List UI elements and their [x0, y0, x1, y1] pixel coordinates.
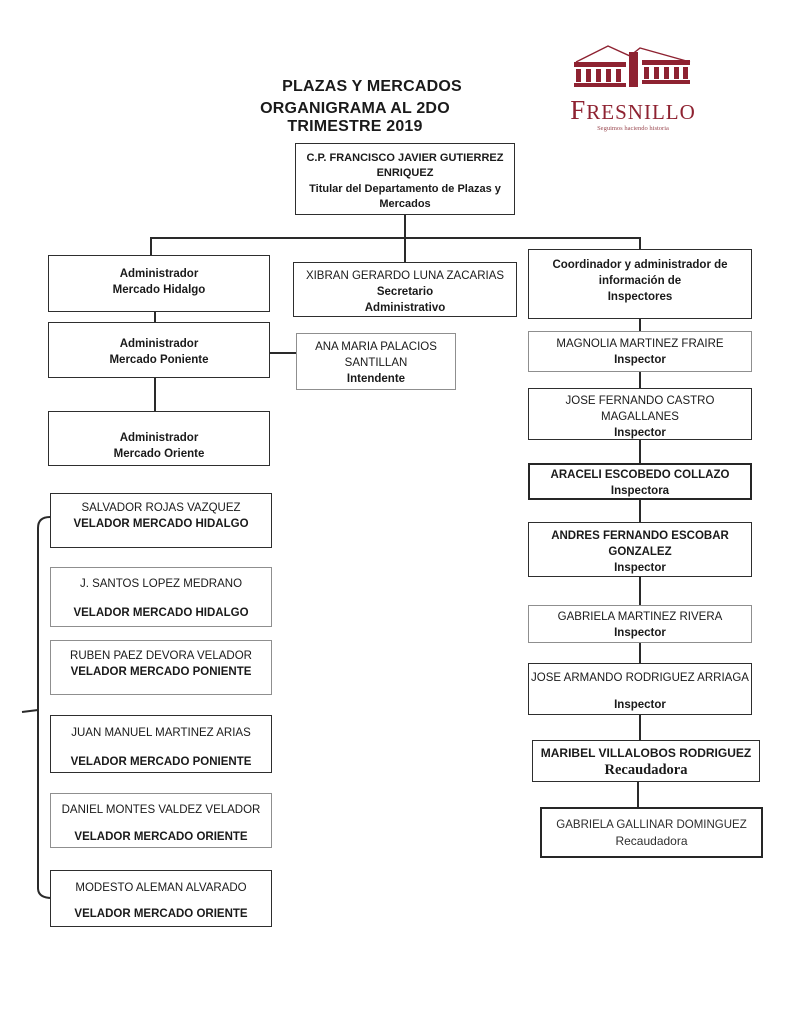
org-node-recaudadora-1: MARIBEL VILLALOBOS RODRIGUEZ Recaudadora	[532, 740, 760, 782]
node-role: Inspector	[614, 354, 666, 367]
node-line3: Inspectores	[607, 291, 673, 304]
org-node-secretario: XIBRAN GERARDO LUNA ZACARIAS Secretario …	[293, 262, 517, 317]
node-role: Inspectora	[610, 485, 670, 498]
node-name: ANA MARIA PALACIOS SANTILLAN	[315, 341, 437, 370]
fresnillo-logo: FRESNILLO Seguimos haciendo historia	[563, 42, 703, 132]
org-node-intendente: ANA MARIA PALACIOS SANTILLAN Intendente	[296, 333, 456, 390]
page-title: PLAZAS Y MERCADOS ORGANIGRAMA AL 2DO TRI…	[215, 78, 495, 136]
logo-wordmark: FRESNILLO	[570, 95, 696, 125]
connector-director-down	[404, 215, 406, 263]
node-name: MARIBEL VILLALOBOS RODRIGUEZ	[540, 746, 752, 760]
node-name: JOSE ARMANDO RODRIGUEZ ARRIAGA	[531, 672, 749, 684]
node-role: Mercado Poniente	[109, 354, 209, 367]
connector-maribel-gabrielag	[637, 782, 639, 807]
org-node-director: C.P. FRANCISCO JAVIER GUTIERREZ ENRIQUEZ…	[295, 143, 515, 215]
connector-drop-hidalgo	[150, 237, 152, 255]
org-node-inspector-3: ARACELI ESCOBEDO COLLAZO Inspectora	[528, 463, 752, 500]
org-node-admin-poniente: Administrador Mercado Poniente	[48, 322, 270, 378]
connector-row2-horizontal	[150, 237, 641, 239]
node-name: JUAN MANUEL MARTINEZ ARIAS	[71, 727, 251, 739]
org-node-admin-oriente: Administrador Mercado Oriente	[48, 411, 270, 466]
node-role: Mercado Hidalgo	[112, 284, 206, 297]
org-node-inspector-4: ANDRES FERNANDO ESCOBAR GONZALEZ Inspect…	[528, 522, 752, 577]
connector-poniente-oriente	[154, 378, 156, 411]
node-role: Recaudadora	[615, 834, 688, 849]
node-name: Administrador	[119, 432, 199, 444]
node-role1: Secretario	[376, 286, 434, 299]
node-role: Inspector	[614, 562, 666, 575]
org-node-velador-4: JUAN MANUEL MARTINEZ ARIAS VELADOR MERCA…	[50, 715, 272, 773]
org-node-coordinador: Coordinador y administrador de informaci…	[528, 249, 752, 319]
org-node-velador-1: SALVADOR ROJAS VAZQUEZ VELADOR MERCADO H…	[50, 493, 272, 548]
node-role: VELADOR MERCADO HIDALGO	[73, 607, 249, 620]
connector-andres-gabrielam	[639, 577, 641, 605]
org-node-velador-5: DANIEL MONTES VALDEZ VELADOR VELADOR MER…	[50, 793, 272, 848]
velador-group-bracket	[21, 516, 53, 899]
node-role: Titular del Departamento de Plazas y Mer…	[309, 182, 501, 211]
node-name: RUBEN PAEZ DEVORA VELADOR	[70, 650, 252, 662]
node-name: ARACELI ESCOBEDO COLLAZO	[550, 469, 730, 481]
connector-coordinador-magnolia	[639, 319, 641, 331]
org-node-admin-hidalgo: Administrador Mercado Hidalgo	[48, 255, 270, 312]
connector-josearmando-maribel	[639, 715, 641, 740]
org-node-velador-6: MODESTO ALEMAN ALVARADO VELADOR MERCADO …	[50, 870, 272, 927]
node-name: GABRIELA MARTINEZ RIVERA	[557, 611, 723, 623]
node-name: J. SANTOS LOPEZ MEDRANO	[79, 578, 243, 590]
connector-castro-araceli	[639, 440, 641, 463]
connector-poniente-intendente	[270, 352, 296, 354]
node-role: VELADOR MERCADO ORIENTE	[74, 908, 248, 921]
node-name: Administrador	[119, 268, 199, 280]
connector-magnolia-castro	[639, 372, 641, 388]
node-role: Inspector	[614, 627, 666, 640]
node-name: ANDRES FERNANDO ESCOBAR GONZALEZ	[551, 530, 729, 559]
node-role: VELADOR MERCADO PONIENTE	[70, 666, 252, 679]
node-name: XIBRAN GERARDO LUNA ZACARIAS	[305, 270, 505, 282]
node-name: MODESTO ALEMAN ALVARADO	[75, 882, 247, 894]
org-node-inspector-6: JOSE ARMANDO RODRIGUEZ ARRIAGA Inspector	[528, 663, 752, 715]
node-role2: Administrativo	[364, 302, 446, 315]
node-role: Intendente	[346, 373, 406, 386]
node-role: Recaudadora	[604, 761, 688, 778]
node-name: GABRIELA GALLINAR DOMINGUEZ	[556, 819, 747, 831]
node-name: DANIEL MONTES VALDEZ VELADOR	[61, 804, 261, 816]
aqueduct-building-icon	[574, 45, 691, 87]
title-line2: ORGANIGRAMA AL 2DO TRIMESTRE 2019	[260, 100, 450, 135]
title-line1: PLAZAS Y MERCADOS	[282, 78, 462, 95]
node-role: VELADOR MERCADO ORIENTE	[74, 831, 248, 844]
node-role: Mercado Oriente	[113, 448, 205, 461]
connector-drop-coordinador	[639, 237, 641, 250]
node-name: SALVADOR ROJAS VAZQUEZ	[81, 502, 241, 514]
connector-hidalgo-poniente	[154, 312, 156, 322]
org-node-inspector-1: MAGNOLIA MARTINEZ FRAIRE Inspector	[528, 331, 752, 372]
node-role: Inspector	[614, 699, 666, 712]
node-line2: información de	[598, 275, 682, 288]
node-name: Administrador	[119, 338, 199, 350]
node-name: C.P. FRANCISCO JAVIER GUTIERREZ ENRIQUEZ	[306, 152, 504, 180]
org-node-inspector-5: GABRIELA MARTINEZ RIVERA Inspector	[528, 605, 752, 643]
connector-gabrielam-josearmando	[639, 643, 641, 663]
node-role: VELADOR MERCADO PONIENTE	[70, 756, 252, 769]
node-name: MAGNOLIA MARTINEZ FRAIRE	[556, 338, 724, 350]
node-role: VELADOR MERCADO HIDALGO	[73, 518, 249, 531]
org-node-velador-2: J. SANTOS LOPEZ MEDRANO VELADOR MERCADO …	[50, 567, 272, 627]
org-node-inspector-2: JOSE FERNANDO CASTRO MAGALLANES Inspecto…	[528, 388, 752, 440]
connector-araceli-andres	[639, 500, 641, 522]
node-name: JOSE FERNANDO CASTRO MAGALLANES	[565, 395, 715, 424]
org-node-velador-3: RUBEN PAEZ DEVORA VELADOR VELADOR MERCAD…	[50, 640, 272, 695]
logo-tagline: Seguimos haciendo historia	[597, 125, 669, 132]
node-role: Inspector	[614, 427, 666, 440]
org-node-recaudadora-2: GABRIELA GALLINAR DOMINGUEZ Recaudadora	[540, 807, 763, 858]
node-line1: Coordinador y administrador de	[552, 259, 728, 271]
